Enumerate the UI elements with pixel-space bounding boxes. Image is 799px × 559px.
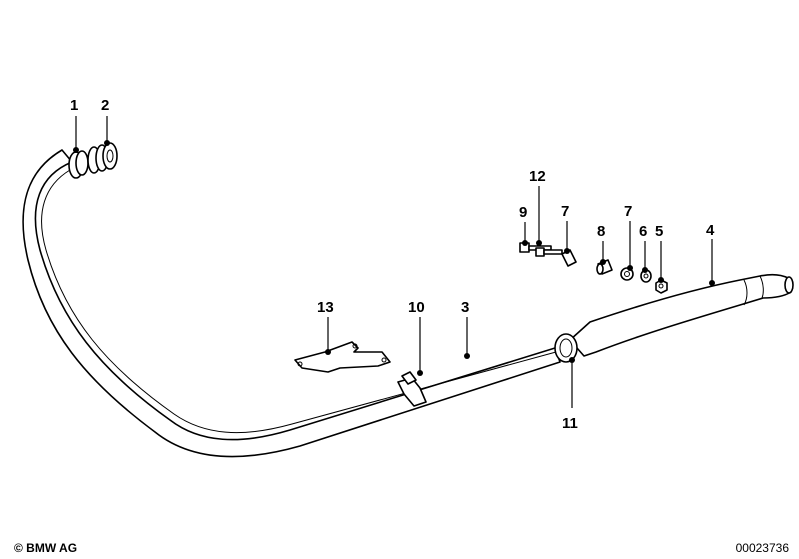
callout-10: 10 xyxy=(408,299,425,316)
callout-12: 12 xyxy=(529,168,546,185)
callout-11: 11 xyxy=(562,415,578,432)
callout-2: 2 xyxy=(101,97,109,114)
hex-nut xyxy=(655,279,668,294)
callout-13: 13 xyxy=(317,299,334,316)
washer-bolt xyxy=(535,247,563,257)
callout-6: 6 xyxy=(639,223,647,240)
document-number: 00023736 xyxy=(735,541,789,555)
washer xyxy=(640,269,652,283)
callout-7-left: 7 xyxy=(561,203,569,220)
callout-7-right: 7 xyxy=(624,203,632,220)
exhaust-pipe xyxy=(22,149,561,458)
callout-1: 1 xyxy=(70,97,78,114)
callout-8: 8 xyxy=(597,223,605,240)
leader-lines xyxy=(73,116,715,408)
copyright-label: © BMW AG xyxy=(14,541,78,555)
muffler xyxy=(569,273,794,357)
callout-4: 4 xyxy=(706,222,715,239)
bracket xyxy=(294,341,391,373)
flange-clamp xyxy=(68,150,89,179)
callout-3: 3 xyxy=(461,299,469,316)
pipe-clamp xyxy=(397,371,427,407)
callout-5: 5 xyxy=(655,223,663,240)
muffler-clamp xyxy=(554,333,578,363)
union-nut xyxy=(87,142,118,174)
callout-9: 9 xyxy=(519,204,527,221)
